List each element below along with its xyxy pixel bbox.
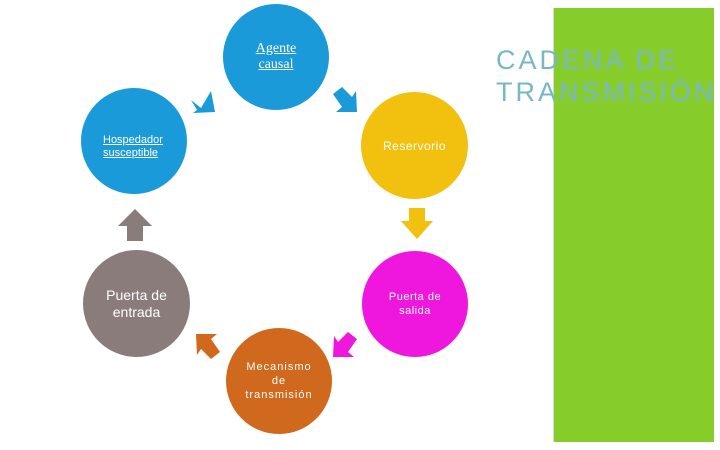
node-puerta-de-salida-label: Puerta de salida — [388, 291, 442, 317]
arrow-mecanismo-to-puerta-entrada — [193, 331, 223, 361]
node-reservorio[interactable]: Reservorio — [361, 92, 468, 199]
node-mecanismo-label: Mecanismo de transmisión — [245, 361, 313, 401]
title-line-2: TRANSMISIÓN — [496, 77, 717, 107]
arrow-reservorio-to-puerta-salida — [400, 207, 434, 241]
node-puerta-de-entrada-label: Puerta de entrada — [106, 286, 167, 320]
node-mecanismo-de-transmision[interactable]: Mecanismo de transmisión — [226, 328, 332, 434]
node-puerta-de-entrada[interactable]: Puerta de entrada — [83, 250, 190, 357]
node-reservorio-label: Reservorio — [382, 138, 447, 153]
title-line-1: CADENA DE — [496, 45, 680, 75]
node-agente-causal-label: Agente causal — [255, 41, 297, 72]
node-agente-causal[interactable]: Agente causal — [223, 4, 329, 110]
node-hospedador-label: Hospedador susceptible — [103, 134, 163, 159]
arrow-puerta-entrada-to-hospedador — [117, 208, 153, 242]
green-side-panel — [553, 8, 714, 442]
slide-title: CADENA DE TRANSMISIÓN — [496, 44, 716, 108]
arrow-puerta-salida-to-mecanismo — [330, 330, 360, 360]
arrow-agente-to-reservorio — [330, 85, 360, 115]
node-hospedador-susceptible[interactable]: Hospedador susceptible — [81, 88, 187, 194]
node-puerta-de-salida[interactable]: Puerta de salida — [362, 251, 468, 357]
arrow-hospedador-to-agente — [187, 86, 217, 116]
